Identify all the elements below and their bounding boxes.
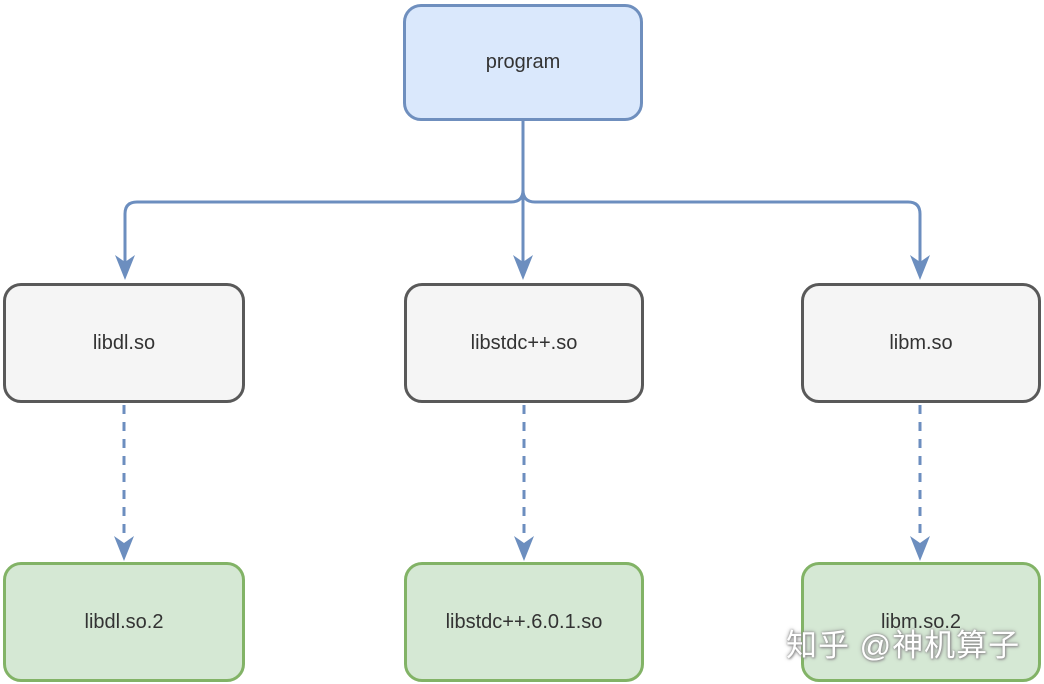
arrowhead-icon: [115, 255, 135, 280]
node-label: libstdc++.6.0.1.so: [445, 610, 603, 633]
arrowhead-icon: [910, 255, 930, 280]
node-label: libstdc++.so: [470, 331, 578, 354]
node-program: program: [403, 4, 643, 121]
node-libstdc-6-0-1-so: libstdc++.6.0.1.so: [404, 562, 644, 682]
node-label: libdl.so.2: [84, 610, 164, 633]
node-label: libm.so.2: [880, 610, 962, 633]
arrowhead-icon: [910, 536, 930, 561]
arrowhead-icon: [513, 255, 533, 280]
node-label: program: [485, 51, 561, 73]
node-libstdc-so: libstdc++.so: [404, 283, 644, 403]
edge-program-libdl: [123, 121, 525, 263]
node-libm-so: libm.so: [801, 283, 1041, 403]
node-libdl-so: libdl.so: [3, 283, 245, 403]
edge-program-libm: [521, 121, 922, 263]
node-label: libm.so: [889, 331, 953, 354]
node-libm-so-2: libm.so.2: [801, 562, 1041, 682]
node-libdl-so-2: libdl.so.2: [3, 562, 245, 682]
node-label: libdl.so: [92, 331, 156, 354]
arrowhead-icon: [114, 536, 134, 561]
arrowhead-icon: [514, 536, 534, 561]
